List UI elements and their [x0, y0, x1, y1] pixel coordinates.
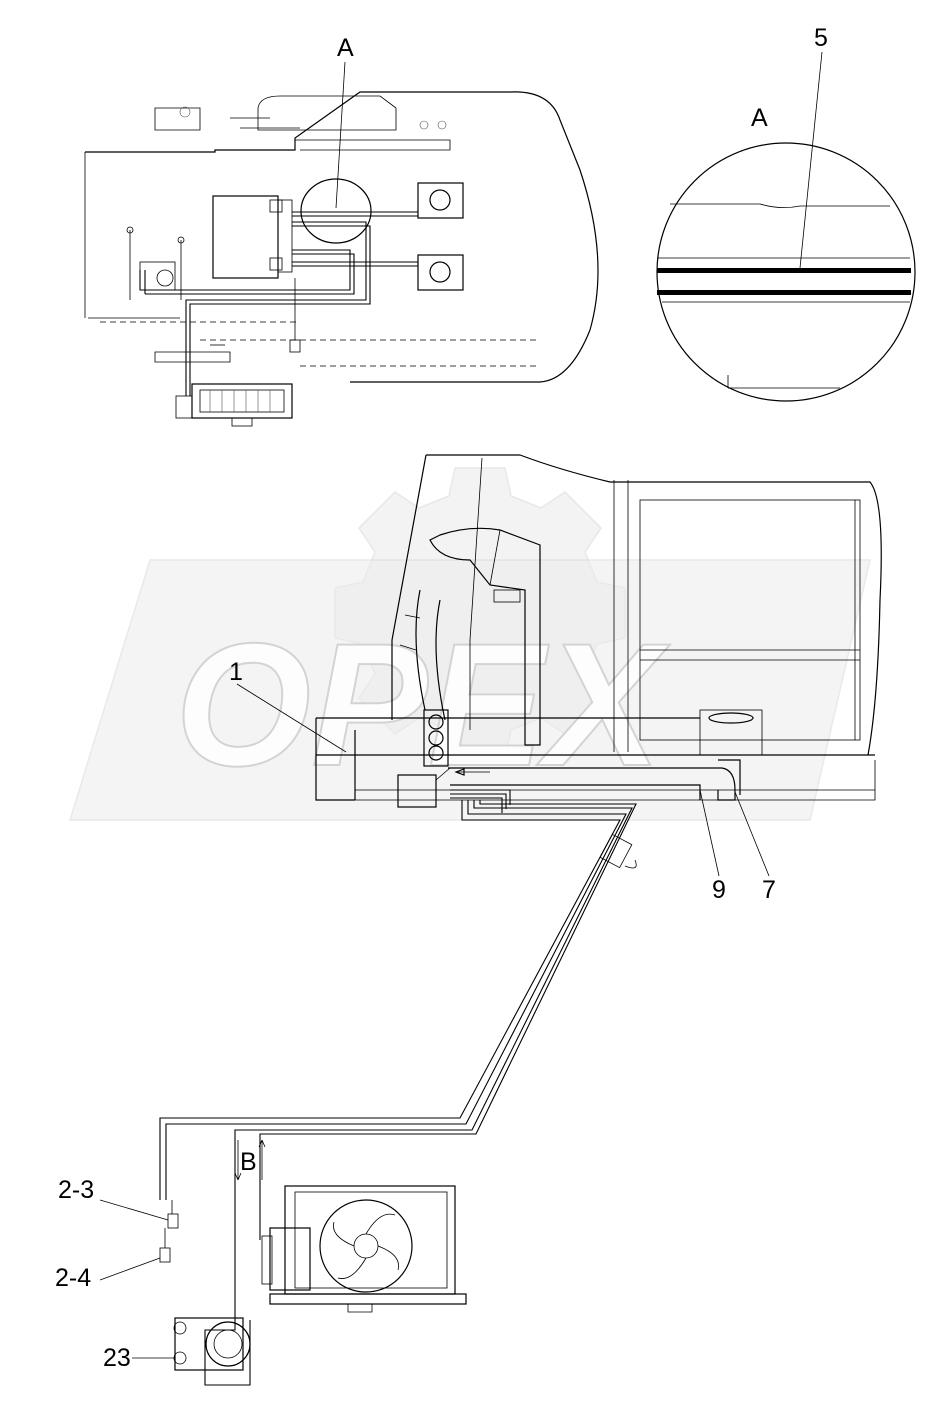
detail-a-title: A — [751, 104, 768, 132]
callout-1: 1 — [229, 658, 243, 686]
bottom-assembly: B 2-3 2-4 23 — [55, 1139, 467, 1372]
callout-23: 23 — [103, 1344, 131, 1372]
view-marker-b: B — [240, 1148, 257, 1176]
side-view: 1 9 7 — [159, 454, 882, 1386]
plan-view: A — [84, 34, 599, 427]
watermark-text: OPEX — [175, 608, 671, 803]
callout-2-3: 2-3 — [58, 1176, 94, 1204]
detail-marker-a: A — [337, 34, 354, 62]
detail-a-view: A 5 — [656, 24, 916, 402]
callout-9: 9 — [712, 876, 726, 904]
callout-5: 5 — [814, 24, 828, 52]
callout-2-4: 2-4 — [55, 1264, 91, 1292]
callout-7: 7 — [762, 876, 776, 904]
